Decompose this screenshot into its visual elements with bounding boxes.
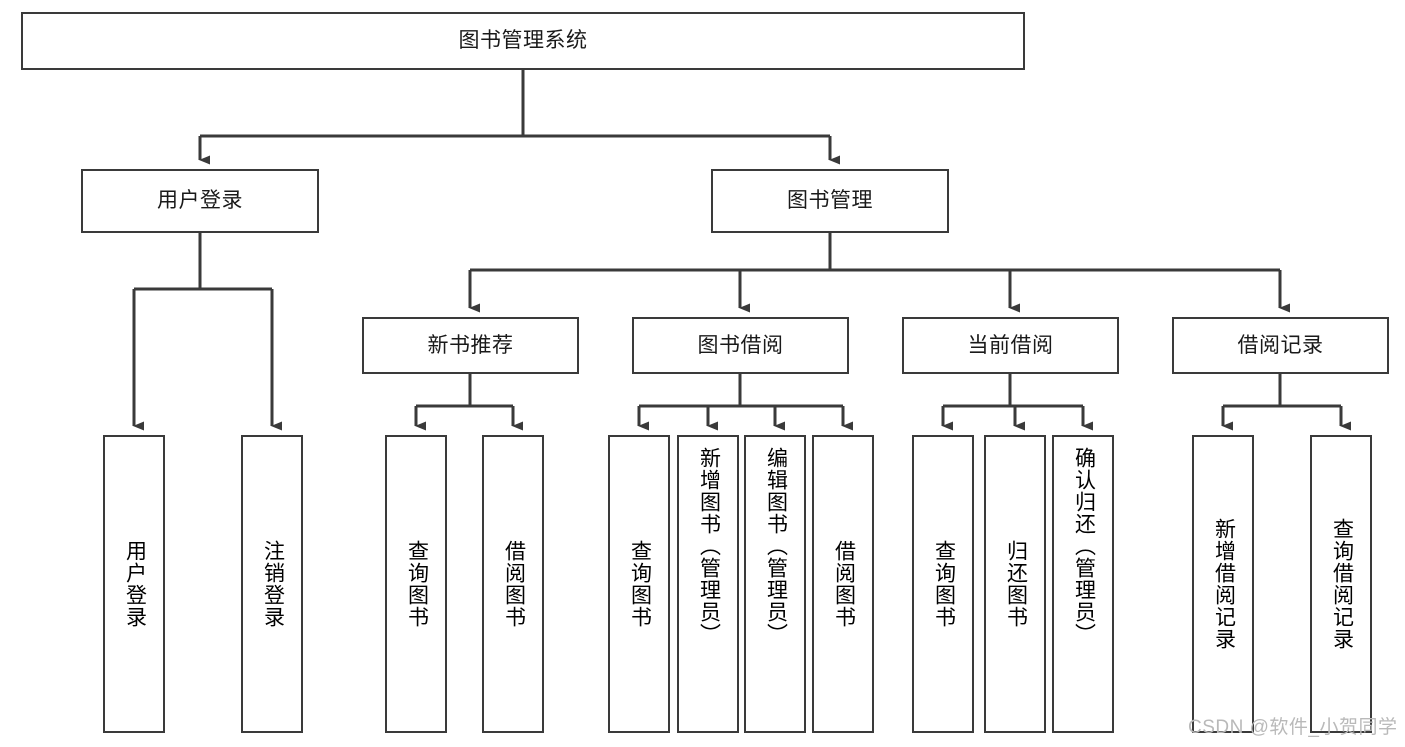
leaf-node-label: 注销登录	[261, 540, 285, 628]
node-root-label: 图书管理系统	[458, 29, 588, 53]
leaf-node-label: 借阅图书	[832, 540, 856, 628]
leaf-node[interactable]: 借阅图书	[482, 435, 544, 733]
leaf-node[interactable]: 查询图书	[608, 435, 670, 733]
node-borrow-record[interactable]: 借阅记录	[1172, 317, 1389, 374]
node-book-borrow-label: 图书借阅	[697, 333, 784, 357]
node-new-book-recommend-label: 新书推荐	[427, 333, 514, 357]
node-user-login[interactable]: 用户登录	[81, 169, 319, 233]
leaf-node[interactable]: 归还图书	[984, 435, 1046, 733]
leaf-node[interactable]: 借阅图书	[812, 435, 874, 733]
node-current-borrow[interactable]: 当前借阅	[902, 317, 1119, 374]
leaf-node[interactable]: 新增借阅记录	[1192, 435, 1254, 733]
leaf-node[interactable]: 查询借阅记录	[1310, 435, 1372, 733]
leaf-node-label: 确认归还（管理员）	[1072, 447, 1096, 645]
leaf-node-label: 归还图书	[1004, 540, 1028, 628]
leaf-node[interactable]: 新增图书（管理员）	[677, 435, 739, 733]
leaf-node-label: 查询借阅记录	[1330, 518, 1354, 650]
node-book-borrow[interactable]: 图书借阅	[632, 317, 849, 374]
leaf-node-label: 查询图书	[405, 540, 429, 628]
node-borrow-record-label: 借阅记录	[1237, 333, 1324, 357]
leaf-node[interactable]: 确认归还（管理员）	[1052, 435, 1114, 733]
node-current-borrow-label: 当前借阅	[967, 333, 1054, 357]
node-book-management-label: 图书管理	[787, 189, 873, 213]
node-new-book-recommend[interactable]: 新书推荐	[362, 317, 579, 374]
leaf-node-label: 借阅图书	[502, 540, 526, 628]
node-root[interactable]: 图书管理系统	[21, 12, 1025, 70]
leaf-node-label: 新增图书（管理员）	[697, 447, 721, 645]
leaf-node-label: 编辑图书（管理员）	[764, 447, 788, 645]
leaf-node-label: 新增借阅记录	[1212, 518, 1236, 650]
leaf-node[interactable]: 查询图书	[385, 435, 447, 733]
node-book-management[interactable]: 图书管理	[711, 169, 949, 233]
leaf-node[interactable]: 编辑图书（管理员）	[744, 435, 806, 733]
leaf-node[interactable]: 用户登录	[103, 435, 165, 733]
leaf-node-label: 用户登录	[123, 540, 147, 628]
leaf-node-label: 查询图书	[628, 540, 652, 628]
leaf-node[interactable]: 注销登录	[241, 435, 303, 733]
node-user-login-label: 用户登录	[157, 189, 243, 213]
leaf-node-label: 查询图书	[932, 540, 956, 628]
leaf-node[interactable]: 查询图书	[912, 435, 974, 733]
